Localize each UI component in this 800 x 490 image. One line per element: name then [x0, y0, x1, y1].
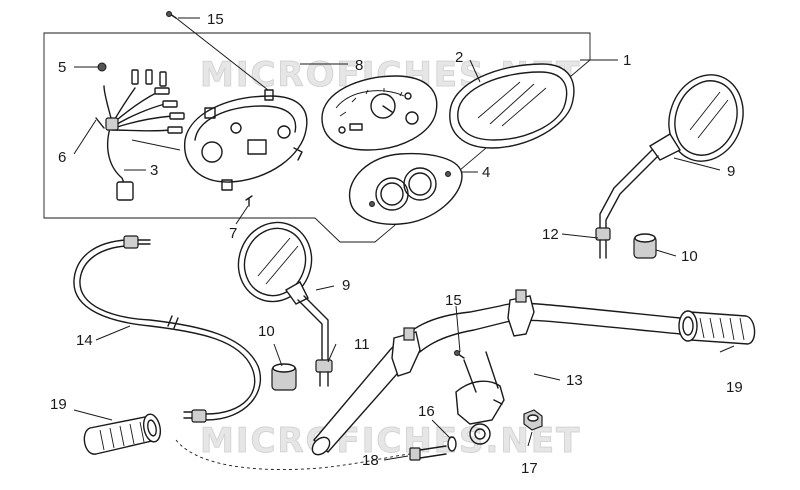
- grip-right: [678, 310, 756, 345]
- screw-part-6: [95, 117, 105, 129]
- callout-2: 2: [455, 49, 463, 66]
- handlebar: [311, 289, 681, 456]
- cable-routing-dots: [175, 439, 411, 470]
- callout-19-left: 19: [50, 396, 67, 413]
- callout-15-lower: 15: [445, 292, 462, 309]
- callout-5: 5: [58, 59, 66, 76]
- leader-lines: [73, 17, 735, 461]
- callout-1: 1: [623, 52, 631, 69]
- instrument-lens: [449, 63, 575, 149]
- callout-11: 11: [354, 336, 370, 353]
- watermark-bottom: MICROFICHES.NET: [200, 421, 581, 461]
- callout-12: 12: [542, 226, 559, 243]
- callout-13: 13: [566, 372, 583, 389]
- callout-9-left: 9: [342, 277, 350, 294]
- callout-6: 6: [58, 149, 66, 166]
- instrument-housing: [184, 89, 308, 191]
- washer-part-16: [447, 436, 457, 452]
- callout-9-right: 9: [727, 163, 735, 180]
- bolt-part-18: [409, 445, 447, 461]
- callout-3: 3: [150, 162, 158, 179]
- callout-7: 7: [229, 225, 237, 242]
- screw-part-5: [97, 62, 107, 72]
- callout-15-top: 15: [207, 11, 224, 28]
- mirror-left: [237, 221, 333, 387]
- nut-part-10-left: [271, 363, 297, 391]
- screw-part-7: [245, 195, 253, 207]
- grip-left: [83, 413, 162, 455]
- callout-4: 4: [482, 164, 490, 181]
- callout-17: 17: [521, 460, 538, 477]
- callout-14: 14: [76, 332, 93, 349]
- speedometer-dial: [321, 75, 438, 151]
- mirror-right: [595, 74, 744, 259]
- callouts: 15 8 2 1 5 6 3 4 7 9 12 10 9 15 14 10 11…: [50, 11, 743, 477]
- wiring-harness: [103, 69, 185, 201]
- nut-part-10-right: [633, 233, 657, 259]
- callout-8: 8: [355, 57, 363, 74]
- speedometer-cable: [73, 235, 262, 423]
- callout-19-right: 19: [726, 379, 743, 396]
- callout-10-left: 10: [258, 323, 275, 340]
- gauge-bezel: [348, 152, 463, 225]
- nut-part-17: [523, 409, 543, 431]
- callout-18: 18: [362, 452, 379, 469]
- callout-16: 16: [418, 403, 435, 420]
- instrument-group-frame: [43, 32, 591, 243]
- callout-10-right: 10: [681, 248, 698, 265]
